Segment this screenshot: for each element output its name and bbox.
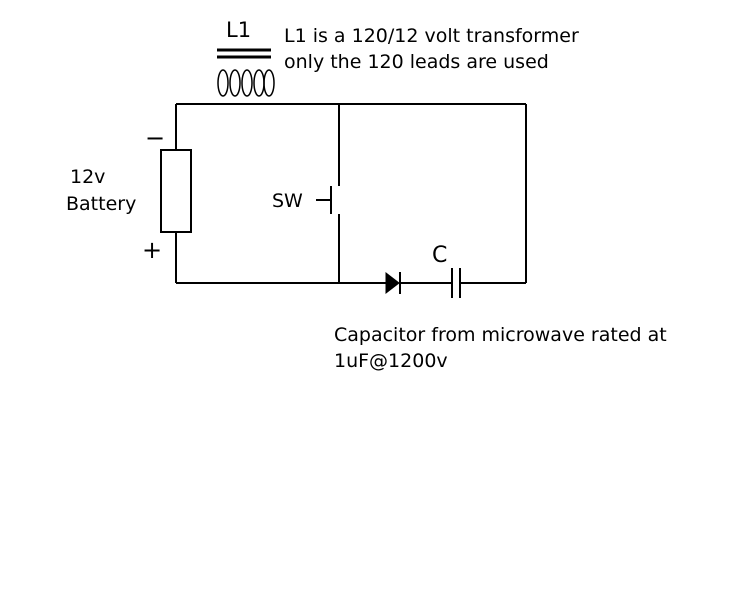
- diode-triangle: [385, 271, 400, 295]
- coil-loop: [253, 69, 265, 97]
- wires: [175, 103, 527, 284]
- transformer-note-line-1: L1 is a 120/12 volt transformer: [284, 25, 579, 47]
- coil-loop: [263, 69, 275, 97]
- battery-minus-sign: −: [145, 124, 165, 152]
- diode: [385, 271, 401, 295]
- inductor-label: L1: [226, 18, 251, 42]
- capacitor-note-line-1: Capacitor from microwave rated at: [334, 324, 667, 346]
- battery: − + 12v Battery: [66, 124, 192, 264]
- coil-loop: [229, 69, 241, 97]
- capacitor-note-line-2: 1uF@1200v: [334, 350, 448, 372]
- battery-plus-sign: +: [142, 236, 162, 264]
- inductor-coil: [217, 69, 275, 97]
- transformer-note-line-2: only the 120 leads are used: [284, 51, 549, 73]
- battery-body: [160, 149, 192, 233]
- capacitor-label: C: [432, 243, 447, 268]
- battery-label-line-2: Battery: [66, 193, 136, 215]
- inductor-l1: L1: [217, 18, 275, 97]
- coil-loop: [217, 69, 229, 97]
- switch-sw: SW: [272, 186, 332, 214]
- switch-label: SW: [272, 190, 303, 212]
- capacitor: C: [432, 243, 461, 298]
- coil-loop: [241, 69, 253, 97]
- battery-label-line-1: 12v: [70, 166, 105, 188]
